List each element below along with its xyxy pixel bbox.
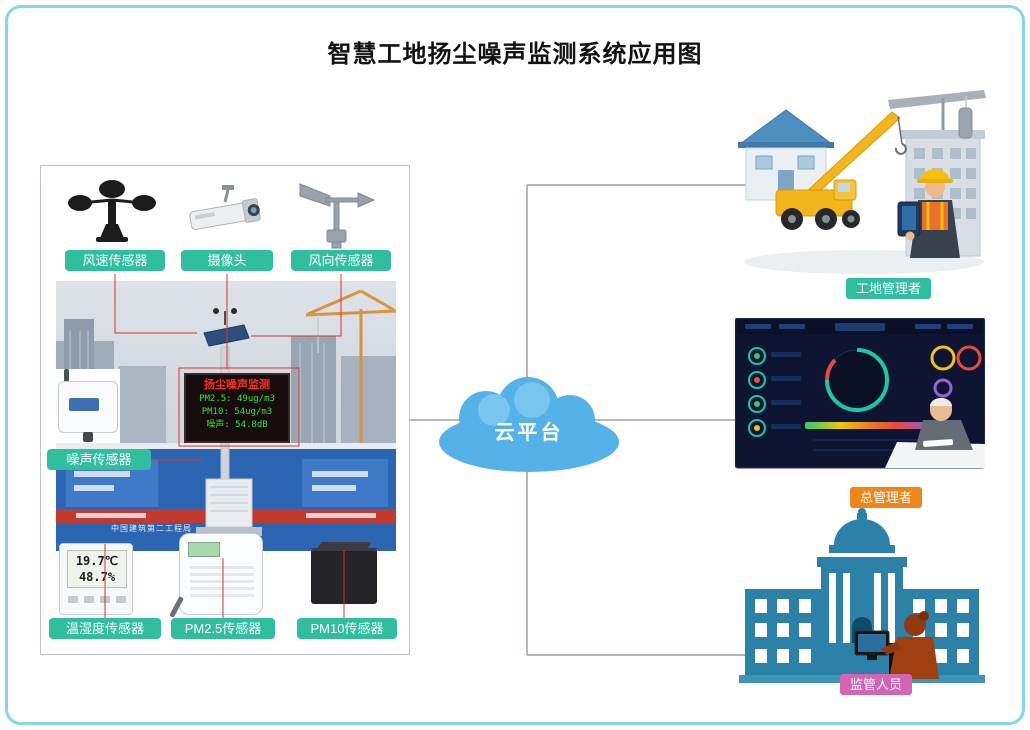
noise-sensor-label: 噪声传感器 [47, 449, 151, 470]
led-display-pm25: PM2.5: 49ug/m3 [199, 393, 275, 404]
temp-humidity-sensor-image: 19.7℃ 48.7% [59, 543, 133, 615]
cloud-platform: 云平台 [436, 370, 622, 474]
led-display-title: 扬尘噪声监测 [204, 378, 270, 391]
pm10-sensor-image [311, 542, 377, 604]
noise-sensor-mic [83, 432, 93, 442]
wind-speed-sensor-label: 风速传感器 [65, 250, 165, 271]
led-display-noise: 噪声: 54.8dB [206, 419, 268, 430]
supervisor-illustration [737, 503, 987, 685]
humidity-value: 48.7% [78, 569, 116, 584]
supervisor-label: 监管人员 [840, 674, 913, 695]
pm25-sensor-antenna [169, 596, 184, 618]
temp-humidity-lcd: 19.7℃ 48.7% [67, 550, 127, 588]
noise-sensor-image [56, 369, 120, 443]
noise-sensor-tag [69, 398, 99, 411]
temp-humidity-buttons [68, 596, 126, 603]
camera-label: 摄像头 [181, 250, 273, 271]
pm10-sensor-top [316, 542, 372, 550]
anemometer-icon [66, 176, 158, 249]
noise-sensor-antenna [64, 369, 69, 382]
noise-sensor-body [58, 381, 118, 433]
pm10-sensor-label: PM10传感器 [297, 618, 397, 639]
site-manager-illustration [738, 86, 990, 278]
cctv-camera-icon [184, 184, 268, 247]
wind-direction-sensor-label: 风向传感器 [291, 250, 391, 271]
government-building [739, 508, 985, 683]
wind-vane-icon [294, 172, 378, 255]
pm25-sensor-screen [188, 542, 220, 557]
station-led-display: 扬尘噪声监测 PM2.5: 49ug/m3 PM10: 54ug/m3 噪声: … [184, 373, 290, 443]
hoarding-banner-text: 中国建筑第二工程局 [111, 524, 192, 533]
page-title: 智慧工地扬尘噪声监测系统应用图 [327, 41, 703, 68]
pm25-sensor-image [169, 533, 263, 618]
led-display-pm10: PM10: 54ug/m3 [201, 406, 273, 417]
site-manager-person [897, 169, 960, 258]
sensor-panel: 风速传感器 摄像头 风向传感器 [40, 165, 410, 655]
temp-humidity-sensor-label: 温湿度传感器 [49, 618, 161, 639]
general-manager-illustration [734, 317, 986, 484]
supervisor-person [854, 611, 939, 679]
general-manager-label: 总管理者 [850, 487, 923, 508]
cloud-platform-label: 云平台 [494, 422, 564, 444]
site-manager-label: 工地管理者 [846, 278, 932, 299]
mobile-crane [775, 111, 907, 230]
general-manager-person [885, 398, 985, 468]
pm25-sensor-vents [190, 566, 254, 600]
pm25-sensor-label: PM2.5传感器 [171, 618, 275, 639]
cloud-icon [439, 377, 619, 472]
temperature-value: 19.7℃ [75, 554, 119, 568]
